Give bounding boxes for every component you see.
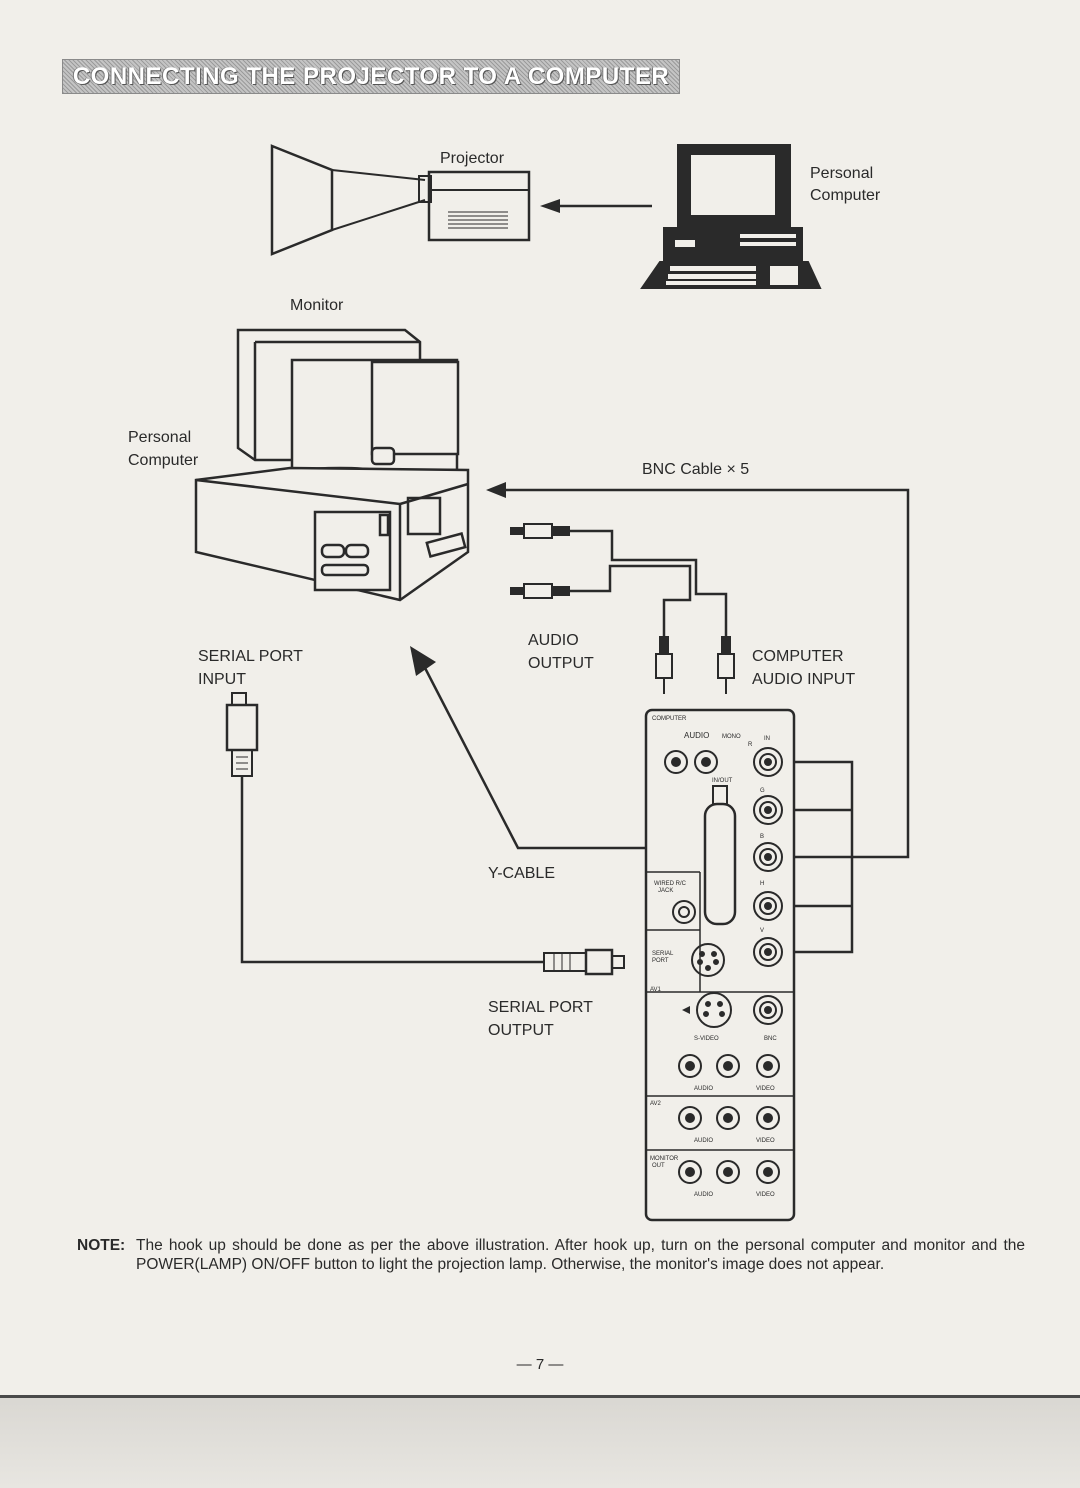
bnc-cable-arrow bbox=[486, 482, 506, 498]
panel-wired-rc-label-2: JACK bbox=[658, 888, 673, 894]
monitor-audio-label: AUDIO bbox=[694, 1192, 713, 1198]
note-paragraph: NOTE: The hook up should be done as per … bbox=[77, 1236, 1025, 1274]
panel-audio-label: AUDIO bbox=[684, 731, 709, 740]
serial-input-label-line1: SERIAL PORT bbox=[198, 648, 303, 665]
monitor-video-label: VIDEO bbox=[756, 1192, 775, 1198]
audio-output-label-line2: OUTPUT bbox=[528, 655, 594, 672]
monitor-label: Monitor bbox=[290, 297, 344, 314]
panel-g-label: G bbox=[760, 788, 765, 794]
panel-av1-label: AV1 bbox=[650, 987, 662, 993]
serial-cable bbox=[225, 692, 625, 976]
pc-top-label-line1: Personal bbox=[810, 165, 873, 182]
panel-inout-label: IN/OUT bbox=[712, 778, 733, 784]
bnc-cable-label: BNC Cable × 5 bbox=[642, 461, 749, 478]
audio-output-label-line1: AUDIO bbox=[528, 632, 579, 649]
pc-left-label-line1: Personal bbox=[128, 429, 191, 446]
computer-audio-label-line1: COMPUTER bbox=[752, 648, 844, 665]
panel-monitor-out-label-2: OUT bbox=[652, 1163, 665, 1169]
pc-left-label-line2: Computer bbox=[128, 452, 199, 469]
panel-monitor-out-label-1: MONITOR bbox=[650, 1156, 679, 1162]
computer-audio-label-line2: AUDIO INPUT bbox=[752, 671, 855, 688]
panel-h-label: H bbox=[760, 881, 764, 887]
personal-computer-top-illustration bbox=[640, 144, 822, 289]
av1-video-label: VIDEO bbox=[756, 1086, 775, 1092]
panel-svideo-label: S-VIDEO bbox=[694, 1036, 719, 1042]
projector-rear-panel bbox=[644, 708, 796, 1222]
audio-cable bbox=[510, 523, 735, 694]
note-label: NOTE: bbox=[77, 1237, 126, 1254]
y-cable-label: Y-CABLE bbox=[488, 865, 555, 882]
panel-wired-rc-label-1: WIRED R/C bbox=[654, 881, 687, 887]
panel-serial-label-2: PORT bbox=[652, 958, 669, 964]
panel-b-label: B bbox=[760, 834, 764, 840]
panel-computer-label: COMPUTER bbox=[652, 716, 687, 722]
y-cable-line bbox=[422, 665, 700, 850]
bnc-cable-line bbox=[500, 488, 910, 859]
serial-input-label-line2: INPUT bbox=[198, 671, 246, 688]
panel-serial-label-1: SERIAL bbox=[652, 951, 674, 957]
pc-top-label-line2: Computer bbox=[810, 187, 881, 204]
panel-r-label: R bbox=[748, 742, 753, 748]
projector-label: Projector bbox=[440, 150, 505, 167]
panel-mono-label: MONO bbox=[722, 734, 741, 740]
serial-output-label-line2: OUTPUT bbox=[488, 1022, 554, 1039]
panel-in-label: IN bbox=[764, 736, 770, 742]
page-number: — 7 — bbox=[516, 1356, 564, 1373]
section-title-bar: CONNECTING THE PROJECTOR TO A COMPUTER bbox=[62, 59, 680, 94]
bnc-fanout-lines bbox=[790, 760, 854, 954]
arrow-head-projector bbox=[540, 199, 560, 213]
av2-video-label: VIDEO bbox=[756, 1138, 775, 1144]
av2-audio-label: AUDIO bbox=[694, 1138, 713, 1144]
av1-audio-label: AUDIO bbox=[694, 1086, 713, 1092]
serial-output-label-line1: SERIAL PORT bbox=[488, 999, 593, 1016]
projector-illustration bbox=[270, 144, 531, 256]
section-title: CONNECTING THE PROJECTOR TO A COMPUTER bbox=[72, 62, 670, 90]
panel-av2-label: AV2 bbox=[650, 1101, 662, 1107]
panel-bnc-label: BNC bbox=[764, 1036, 777, 1042]
bottom-shadow bbox=[0, 1395, 1080, 1488]
panel-v-label: V bbox=[760, 928, 764, 934]
panel-jacks bbox=[664, 747, 783, 1184]
y-cable-arrow bbox=[410, 646, 436, 676]
monitor-and-desktop-illustration bbox=[194, 328, 470, 602]
bottom-edge-line bbox=[0, 1395, 1080, 1398]
note-text: The hook up should be done as per the ab… bbox=[136, 1237, 1025, 1273]
